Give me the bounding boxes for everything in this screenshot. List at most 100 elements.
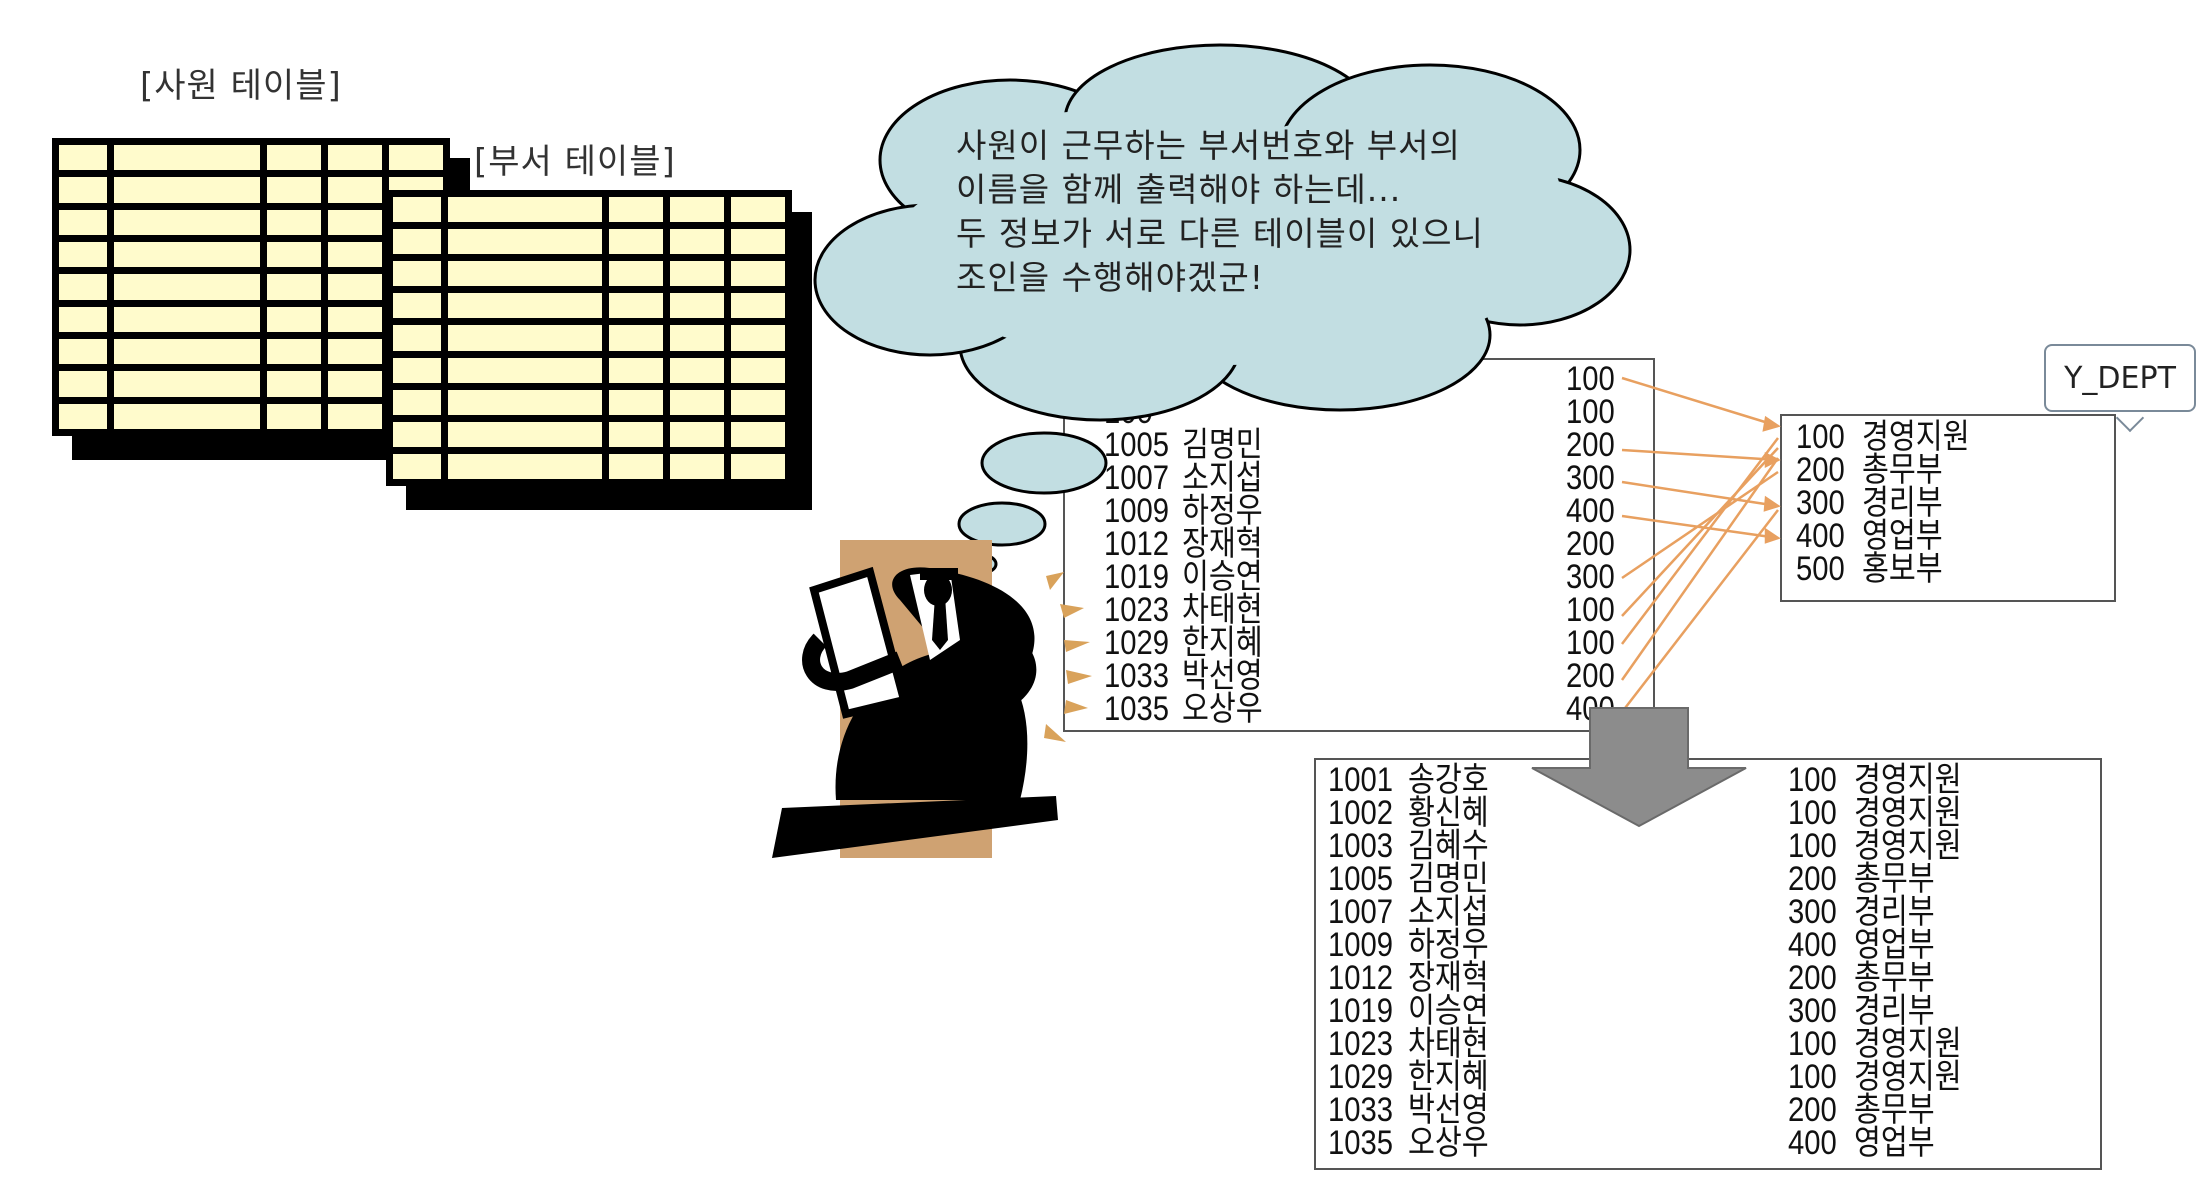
employee-table-label: [사원 테이블] [140,66,342,106]
table-icon-cell [609,453,663,479]
table-icon-cell [114,209,260,235]
result-row-dname: 총무부 [1854,860,1935,898]
thinking-person-icon [772,540,1058,858]
table-icon-cell [328,339,382,365]
employee-row-id: 1029 [1104,624,1170,662]
result-row-name: 한지혜 [1408,1058,1489,1096]
employee-row-id: 1035 [1104,690,1170,728]
result-row-id: 1001 [1328,761,1394,799]
result-row-dname: 총무부 [1854,1091,1935,1129]
table-icon-cell [670,293,724,319]
result-row-name: 박선영 [1408,1091,1489,1129]
table-icon-cell [670,357,724,383]
table-icon-cell [731,293,785,319]
table-icon-cell [267,145,321,171]
table-icon-cell [59,339,107,365]
department-row-name: 경리부 [1862,484,1943,522]
result-row-dept: 100 [1788,1058,1837,1096]
table-icon-cell [59,371,107,397]
employee-row-id: 1019 [1104,558,1170,596]
result-row-dept: 200 [1788,1091,1837,1129]
result-row-dept: 400 [1788,926,1837,964]
join-result-box [1314,758,2102,1170]
table-icon-cell [609,197,663,223]
result-row-dname: 경리부 [1854,992,1935,1030]
table-icon-cell [731,357,785,383]
table-icon-cell [609,325,663,351]
table-icon-cell [393,325,441,351]
result-row-name: 김명민 [1408,860,1489,898]
table-icon-cell [448,421,602,447]
join-connector-arrows [1620,376,1781,713]
employee-row-dept: 200 [1566,657,1615,695]
result-row-name: 이승연 [1408,992,1489,1030]
table-icon-cell [393,453,441,479]
result-row-dname: 경리부 [1854,893,1935,931]
table-icon-cell [267,274,321,300]
result-row-name: 소지섭 [1408,893,1489,931]
table-icon-cell [328,274,382,300]
result-row-dept: 100 [1788,1025,1837,1063]
result-row-dept: 100 [1788,761,1837,799]
thought-line-3: 두 정보가 서로 다른 테이블이 있으니 [956,214,1484,253]
result-row-dname: 경영지원 [1854,827,1962,865]
table-icon-cell [670,261,724,287]
employee-row-name: 김명민 [1182,426,1263,464]
employee-row-dept: 100 [1566,360,1615,398]
table-icon-cell [670,197,724,223]
employee-row-name: 오상우 [1182,690,1263,728]
result-row-name: 김혜수 [1408,827,1489,865]
table-icon-cell [448,261,602,287]
department-table-icon [386,190,792,486]
employee-row-dept: 200 [1566,525,1615,563]
employee-row-name: 이승연 [1182,558,1263,596]
thought-trail-bubble-medium [957,501,1047,547]
result-row-id: 1023 [1328,1025,1394,1063]
table-icon-cell [328,403,382,429]
result-row-id: 1007 [1328,893,1394,931]
employee-row-dept: 200 [1566,426,1615,464]
result-row-id: 1003 [1328,827,1394,865]
table-icon-cell [393,357,441,383]
table-icon-cell [59,177,107,203]
table-icon-cell [448,453,602,479]
employee-row-id: 1012 [1104,525,1170,563]
employee-row-dept: 100 [1566,591,1615,629]
table-icon-cell [448,293,602,319]
table-icon-cell [114,274,260,300]
department-row-no: 200 [1796,451,1845,489]
table-icon-cell [267,339,321,365]
table-icon-cell [393,389,441,415]
employee-row-dept: 300 [1566,558,1615,596]
employee-list-box [1063,358,1655,732]
table-icon-cell [670,421,724,447]
result-row-dname: 경영지원 [1854,761,1962,799]
result-row-id: 1002 [1328,794,1394,832]
table-icon-cell [59,145,107,171]
table-icon-cell [731,389,785,415]
down-arrow-icon [1531,707,1747,828]
table-icon-cell [328,145,382,171]
table-icon-cell [609,229,663,255]
result-row-id: 1012 [1328,959,1394,997]
table-icon-cell [328,306,382,332]
table-icon-cell [114,177,260,203]
employee-row-id: 1033 [1104,657,1170,695]
department-row-no: 400 [1796,517,1845,555]
table-icon-cell [267,403,321,429]
table-icon-cell [59,403,107,429]
department-row-name: 경영지원 [1862,418,1970,456]
thought-bubble-text: 사원이 근무하는 부서번호와 부서의 이름을 함께 출력해야 하는데... 두 … [956,124,1576,300]
table-icon-cell [267,371,321,397]
thought-trail-bubble-large [980,431,1108,495]
employee-row-id: 1023 [1104,591,1170,629]
table-icon-cell [393,293,441,319]
table-icon-cell [448,325,602,351]
result-row-name: 오상우 [1408,1124,1489,1162]
result-row-name: 장재혁 [1408,959,1489,997]
result-row-dname: 총무부 [1854,959,1935,997]
result-row-dept: 300 [1788,893,1837,931]
table-icon-cell [389,145,443,171]
result-row-id: 1005 [1328,860,1394,898]
table-icon-cell [670,453,724,479]
